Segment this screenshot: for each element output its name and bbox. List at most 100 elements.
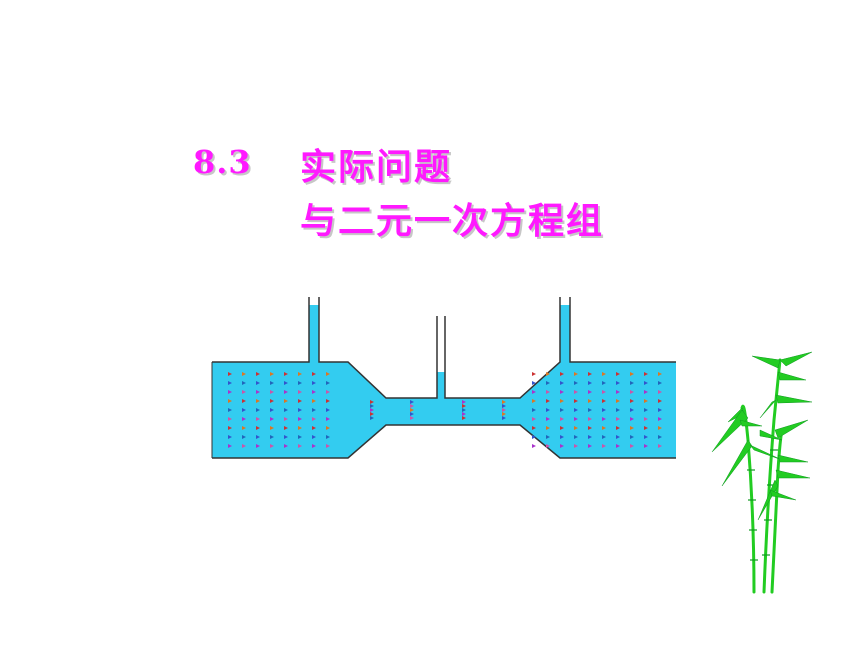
flow-arrow	[546, 417, 550, 421]
flow-arrow	[326, 444, 330, 448]
flow-arrow	[644, 390, 648, 394]
flow-arrow	[270, 417, 274, 421]
page-title-line1: 实际问题	[300, 147, 453, 188]
flow-arrow	[242, 381, 246, 385]
flow-arrow	[242, 435, 246, 439]
flow-arrow	[242, 444, 246, 448]
flow-arrow	[326, 372, 330, 376]
flow-arrow	[228, 390, 232, 394]
flow-arrow	[256, 381, 260, 385]
bamboo-leaf	[757, 479, 779, 521]
flow-arrow	[256, 444, 260, 448]
flow-arrow	[560, 381, 564, 385]
flow-arrow	[228, 426, 232, 430]
flow-arrow	[502, 400, 506, 404]
bamboo-leaf	[769, 489, 797, 501]
flow-arrow	[312, 390, 316, 394]
flow-arrow	[242, 399, 246, 403]
flow-arrow	[658, 399, 662, 403]
flow-arrow	[270, 390, 274, 394]
flow-arrow	[298, 390, 302, 394]
flow-arrow	[532, 399, 536, 403]
flow-arrow	[502, 412, 506, 416]
flow-arrow	[298, 417, 302, 421]
pipe-outline-top-3	[444, 297, 561, 399]
flow-arrow	[602, 426, 606, 430]
bamboo-leaf	[774, 419, 809, 439]
flow-arrow	[326, 408, 330, 412]
flow-arrow	[228, 381, 232, 385]
flow-arrow	[546, 390, 550, 394]
flow-arrow	[560, 390, 564, 394]
flow-arrow	[616, 426, 620, 430]
flow-arrow	[410, 412, 414, 416]
flow-arrow	[630, 381, 634, 385]
flow-arrow	[256, 372, 260, 376]
flow-arrow	[560, 399, 564, 403]
page-title-line2: 与二元一次方程组	[300, 201, 605, 242]
flow-arrow	[298, 372, 302, 376]
flow-arrow	[242, 408, 246, 412]
flow-arrow	[630, 426, 634, 430]
flow-arrow	[588, 417, 592, 421]
flow-arrow	[574, 444, 578, 448]
standpipe-right-water	[560, 305, 570, 363]
bamboo-leaf	[777, 371, 807, 381]
flow-arrow	[616, 381, 620, 385]
flow-arrow	[284, 444, 288, 448]
flow-arrow	[574, 408, 578, 412]
flow-arrow	[616, 372, 620, 376]
flow-arrow	[574, 390, 578, 394]
pipe-water	[212, 362, 676, 458]
flow-arrow	[270, 372, 274, 376]
flow-arrow	[370, 416, 374, 420]
flow-arrow	[242, 390, 246, 394]
flow-arrow	[602, 435, 606, 439]
flow-arrow	[410, 408, 414, 412]
flow-arrow	[228, 408, 232, 412]
pipe-outline-top-2	[318, 297, 438, 399]
flow-arrow	[410, 400, 414, 404]
flow-arrow	[658, 408, 662, 412]
flow-arrow	[242, 417, 246, 421]
flow-arrow	[298, 435, 302, 439]
flow-arrow	[312, 435, 316, 439]
flow-arrow	[228, 372, 232, 376]
flow-arrow	[574, 435, 578, 439]
flow-arrow	[242, 426, 246, 430]
flow-arrow	[560, 444, 564, 448]
flow-arrow	[588, 381, 592, 385]
flow-arrow	[644, 426, 648, 430]
flow-arrow	[630, 435, 634, 439]
flow-arrow	[644, 435, 648, 439]
flow-arrow	[298, 444, 302, 448]
bamboo-leaf	[751, 355, 781, 369]
flow-arrow	[312, 381, 316, 385]
flow-arrow	[242, 372, 246, 376]
flow-arrow	[284, 435, 288, 439]
flow-arrow	[616, 417, 620, 421]
flow-arrow	[532, 390, 536, 394]
flow-arrow	[312, 372, 316, 376]
flow-arrow	[560, 426, 564, 430]
flow-arrow	[602, 390, 606, 394]
flow-arrow	[602, 444, 606, 448]
flow-arrow	[284, 372, 288, 376]
flow-arrow	[256, 390, 260, 394]
bamboo-leaf	[779, 351, 813, 367]
flow-arrow	[616, 390, 620, 394]
flow-arrow	[312, 408, 316, 412]
flow-arrow	[658, 372, 662, 376]
bamboo-leaf	[721, 439, 753, 487]
flow-arrow	[546, 381, 550, 385]
flow-arrow	[256, 408, 260, 412]
flow-arrows	[228, 372, 662, 448]
pipe-outline-top-4	[569, 297, 676, 363]
bamboo-leaf	[775, 394, 813, 404]
flow-arrow	[410, 404, 414, 408]
flow-arrow	[298, 399, 302, 403]
flow-arrow	[370, 412, 374, 416]
flow-arrow	[532, 417, 536, 421]
flow-arrow	[270, 435, 274, 439]
